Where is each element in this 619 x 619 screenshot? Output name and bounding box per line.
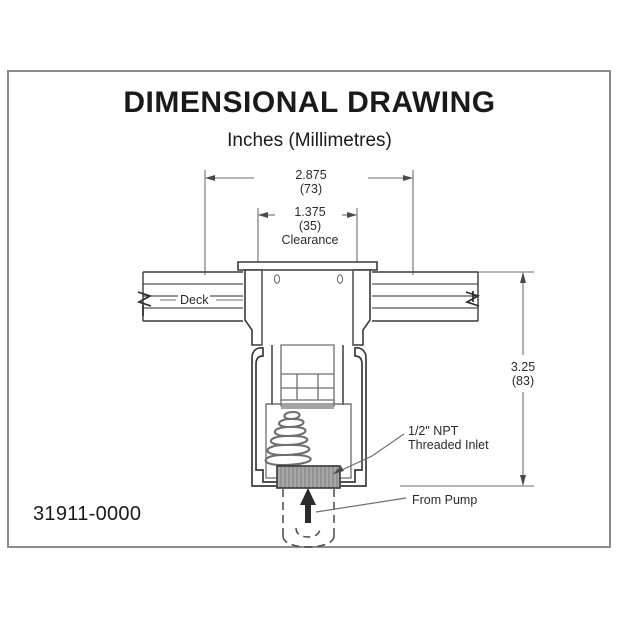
leader-line-from-pump — [315, 497, 407, 513]
valve-neck-outer-walls — [271, 345, 344, 405]
valve-lower-body-cap — [251, 346, 367, 487]
callout-threaded-inlet-line2: Threaded Inlet — [408, 438, 489, 452]
dimension-clearance-width-inches: 1.375 — [294, 205, 326, 219]
dimension-clearance-note: Clearance — [281, 233, 339, 247]
dimension-overall-width-inches: 2.875 — [295, 168, 327, 182]
dimension-overall-width-mm: (73) — [299, 182, 323, 196]
valve-neck-section — [280, 344, 335, 401]
dimension-overall-width — [204, 170, 414, 275]
callout-from-pump: From Pump — [412, 493, 478, 507]
spring-coil-icon — [264, 410, 312, 467]
threaded-inlet-body — [276, 465, 341, 489]
callout-threaded-inlet-line1: 1/2" NPT — [408, 424, 459, 438]
dimension-clearance-width-mm: (35) — [298, 219, 322, 233]
valve-upper-body — [244, 269, 371, 346]
page-subtitle-units: Inches (Millimetres) — [227, 130, 392, 151]
valve-inner-chamber — [265, 400, 352, 479]
screw-hole-icon-right — [336, 274, 344, 284]
pipe-connection-phantom — [282, 489, 335, 548]
page-title: DIMENSIONAL DRAWING — [123, 86, 496, 119]
pipe-bore-phantom — [295, 527, 321, 538]
dimension-overall-height-inches: 3.25 — [510, 360, 536, 374]
dimension-overall-height-mm: (83) — [511, 374, 535, 388]
valve-flange-plate — [237, 261, 378, 271]
valve-center-chamber — [261, 270, 354, 345]
dimension-clearance-width — [257, 208, 358, 268]
part-number-label: 31911-0000 — [33, 503, 142, 525]
deck-section-right — [372, 271, 479, 322]
leader-line-threaded-inlet — [332, 433, 405, 475]
break-line-icon-left — [136, 291, 153, 316]
screw-hole-icon-left — [273, 274, 281, 284]
flow-arrow-up-icon — [300, 488, 316, 523]
callout-deck-label: Deck — [178, 293, 211, 307]
break-line-icon-right — [464, 291, 481, 307]
